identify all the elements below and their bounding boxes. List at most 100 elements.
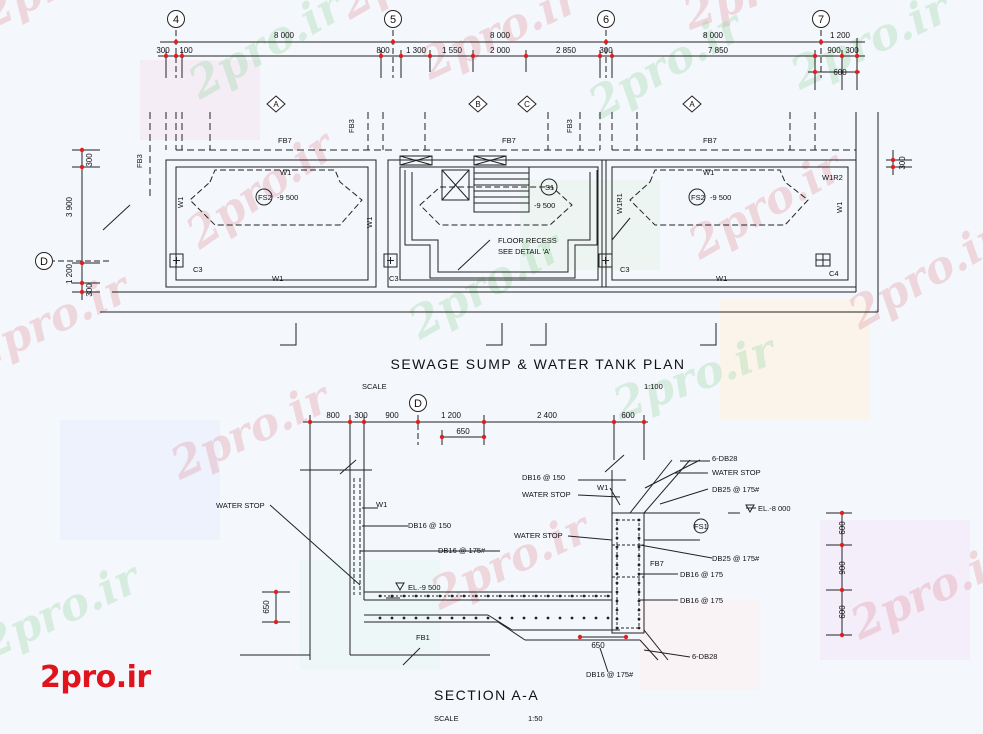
rebar-dot bbox=[510, 616, 514, 620]
pit-label-fs2-2: FS2 bbox=[691, 193, 705, 202]
grid-bubble-7 bbox=[812, 10, 830, 28]
wall-label-2: W1 bbox=[176, 197, 185, 208]
rebar-dot bbox=[637, 608, 641, 612]
dimension-tick bbox=[427, 53, 433, 59]
dim-left-1: 3 900 bbox=[65, 196, 74, 217]
dimension-tick bbox=[812, 69, 818, 75]
rebar-dot bbox=[615, 626, 619, 630]
dim-top-3: 8 000 bbox=[703, 31, 724, 40]
sec-label-bottom-rebar: DB16 @ 175# bbox=[586, 670, 634, 679]
grid-label-6: 6 bbox=[603, 14, 609, 26]
dimension-tick bbox=[79, 164, 85, 170]
pit-level-3: -9 500 bbox=[710, 193, 731, 202]
rebar-dot bbox=[510, 594, 514, 598]
dimension-tick bbox=[839, 53, 845, 59]
wall-label-9: W1 bbox=[716, 274, 727, 283]
rebar-dot bbox=[450, 616, 454, 620]
grid-label-7: 7 bbox=[818, 14, 824, 26]
sec-dim-650-bottom: 650 bbox=[591, 641, 605, 650]
rebar-dot bbox=[522, 616, 526, 620]
section-title: SECTION A-A bbox=[434, 687, 539, 703]
dimension-tick bbox=[818, 39, 824, 45]
dimension-tick bbox=[79, 260, 85, 266]
dimension-tick bbox=[415, 419, 421, 425]
rebar-dot bbox=[615, 599, 619, 603]
rebar-dot bbox=[558, 616, 562, 620]
beam-label-fb7-2: FB7 bbox=[502, 136, 516, 145]
dimension-tick bbox=[163, 53, 169, 59]
rebar-dot bbox=[594, 616, 598, 620]
beam-label-fb3-3: FB3 bbox=[135, 154, 144, 168]
sec-label-fb1: FB1 bbox=[416, 633, 430, 642]
dimension-tick bbox=[273, 619, 279, 625]
dimension-tick bbox=[890, 164, 896, 170]
watermark-text: 2pro.ir bbox=[839, 210, 983, 340]
dimension-tick bbox=[347, 419, 353, 425]
sec-label-el-9500: EL.-9 500 bbox=[408, 583, 441, 592]
dimension-tick bbox=[79, 289, 85, 295]
sec-label-6db28-top: 6-DB28 bbox=[712, 454, 737, 463]
rebar-dot bbox=[486, 594, 490, 598]
watermark-text: 2pro.ir bbox=[679, 140, 854, 270]
rebar-dot bbox=[438, 616, 442, 620]
rebar-dot bbox=[426, 616, 430, 620]
dimension-tick bbox=[577, 634, 583, 640]
rebar-dot bbox=[474, 594, 478, 598]
watermark-text: 2pro.ir bbox=[782, 0, 960, 100]
dim-r2-10: 300 bbox=[845, 46, 859, 55]
rebar-dot bbox=[637, 590, 641, 594]
sec-dim-0: 800 bbox=[326, 411, 340, 420]
wall-label-7: W1R2 bbox=[822, 173, 843, 182]
grid-bubble-5 bbox=[384, 10, 402, 28]
rebar-dot bbox=[594, 594, 598, 598]
dimension-tick bbox=[854, 53, 860, 59]
rebar-dot bbox=[486, 616, 490, 620]
marker-label-c: C bbox=[524, 100, 530, 109]
sec-right-dim-2: 600 bbox=[838, 605, 847, 619]
sec-label-w1-right: W1 bbox=[597, 483, 608, 492]
rebar-dot bbox=[637, 599, 641, 603]
watermark-text: 2pro.ir bbox=[0, 551, 150, 670]
dimension-tick bbox=[839, 542, 845, 548]
rebar-dot bbox=[402, 616, 406, 620]
section-a-a bbox=[240, 415, 852, 673]
rebar-dot bbox=[414, 594, 418, 598]
section-marker-a2 bbox=[682, 95, 702, 113]
watermark-text: 2pro.ir bbox=[179, 0, 354, 110]
rebar-dot bbox=[615, 581, 619, 585]
marker-label-a2: A bbox=[689, 100, 695, 109]
pit-level-1: -9 500 bbox=[277, 193, 298, 202]
wall-label-6: W1R1 bbox=[615, 193, 624, 214]
column-label-1: C3 bbox=[193, 265, 203, 274]
sec-label-6db28-bottom: 6-DB28 bbox=[692, 652, 717, 661]
rebar-dot bbox=[582, 616, 586, 620]
dim-r2-1: 100 bbox=[179, 46, 193, 55]
dimension-tick bbox=[609, 53, 615, 59]
dimension-tick bbox=[623, 634, 629, 640]
dimension-tick bbox=[390, 39, 396, 45]
grid-bubble-d bbox=[35, 252, 53, 270]
rebar-dot bbox=[615, 527, 619, 531]
sec-label-db25-175-2: DB25 @ 175# bbox=[712, 554, 760, 563]
grid-bubble-labels: 4 5 6 7 D bbox=[40, 14, 824, 268]
sec-dim-5: 600 bbox=[621, 411, 635, 420]
sec-right-dim-1: 900 bbox=[838, 561, 847, 575]
watermark-text: 2pro.ir bbox=[162, 371, 340, 490]
sec-label-water-stop-1: WATER STOP bbox=[216, 501, 265, 510]
section-scale-value: 1:50 bbox=[528, 714, 543, 723]
section-dim-text: 800 300 900 1 200 2 400 600 650 650 bbox=[326, 411, 635, 650]
sec-left-dim: 650 bbox=[262, 600, 271, 614]
dim-600: 600 bbox=[833, 68, 847, 77]
dim-r2-8: 7 850 bbox=[708, 46, 729, 55]
rebar-dot bbox=[637, 563, 641, 567]
dimension-tick bbox=[439, 434, 445, 440]
grid-label-d-section: D bbox=[414, 398, 422, 410]
dimension-tick bbox=[273, 589, 279, 595]
section-markers bbox=[266, 95, 702, 113]
rebar-dot bbox=[546, 594, 550, 598]
rebar-dot bbox=[378, 594, 382, 598]
rebar-dot bbox=[615, 617, 619, 621]
red-dimension-ticks bbox=[79, 39, 896, 640]
dimension-tick bbox=[470, 53, 476, 59]
